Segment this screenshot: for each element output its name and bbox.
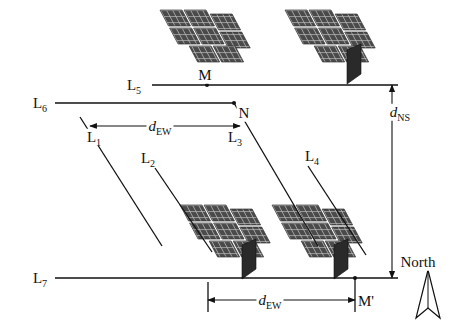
label: L1	[85, 129, 103, 146]
north-arrow	[416, 270, 440, 318]
dimension-arrow	[90, 85, 392, 300]
label: N	[237, 105, 252, 122]
label: dNS	[388, 104, 412, 121]
label: L5	[125, 77, 143, 94]
label: M	[196, 67, 213, 84]
label: L4	[303, 148, 321, 165]
label: L6	[31, 95, 49, 112]
label: L2	[139, 150, 157, 167]
point	[353, 276, 357, 280]
label: North	[399, 254, 438, 271]
north-arrow	[428, 270, 429, 308]
layout-line	[55, 85, 398, 312]
label: M'	[356, 293, 376, 310]
label: L7	[31, 270, 49, 287]
label: dEW	[146, 118, 173, 135]
solar-array	[160, 10, 383, 279]
label: dEW	[256, 292, 283, 309]
label: L3	[226, 129, 244, 146]
point	[205, 83, 209, 87]
point	[232, 101, 236, 105]
